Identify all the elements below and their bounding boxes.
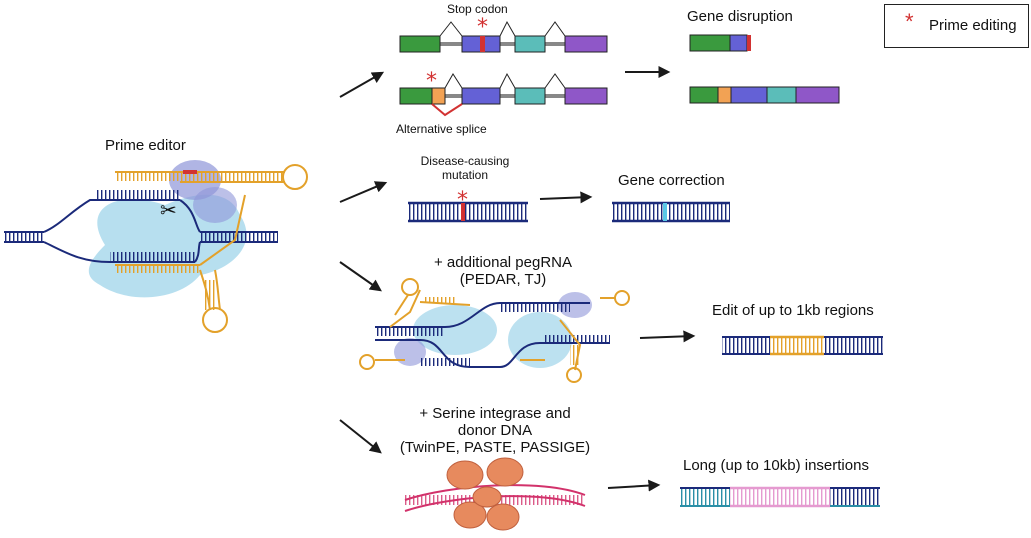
label-stop-codon: Stop codon <box>447 2 508 16</box>
label-serine-integrase: + Serine integrase and donor DNA (TwinPE… <box>395 405 595 456</box>
label-disease-mutation: Disease-causing mutation <box>410 154 520 182</box>
arrow-to-correction <box>339 181 388 203</box>
arrow-to-disruption <box>339 71 385 98</box>
alt-splice-result <box>689 86 840 104</box>
label-pegrna-line1: + additional pegRNA <box>433 254 572 271</box>
label-pegrna: + additional pegRNA (PEDAR, TJ) <box>418 254 588 288</box>
legend: * Prime editing <box>884 4 1029 48</box>
prime-editor-illustration: ✂ <box>4 160 308 333</box>
gene-structure-stop-codon: * <box>399 15 608 53</box>
arrow-to-gene-correction <box>539 191 593 204</box>
svg-text:*: * <box>426 69 437 94</box>
label-gene-disruption: Gene disruption <box>687 8 793 25</box>
label-pegrna-line2: (PEDAR, TJ) <box>459 271 547 288</box>
label-serine-line2: donor DNA <box>457 422 533 439</box>
label-serine-line1: + Serine integrase and <box>419 405 571 422</box>
cas-domain <box>193 187 237 223</box>
label-disease-mutation-line2: mutation <box>441 168 489 182</box>
arrow-to-long-insertions <box>607 479 661 492</box>
label-gene-correction: Gene correction <box>618 172 725 189</box>
label-serine-line3: (TwinPE, PASTE, PASSIGE) <box>399 439 591 456</box>
dna-long-insertion <box>680 486 880 508</box>
label-edit-1kb: Edit of up to 1kb regions <box>712 302 874 319</box>
label-disease-mutation-line1: Disease-causing <box>420 154 510 168</box>
dual-pegrna-illustration <box>359 278 630 383</box>
dna-edited-1kb <box>722 335 883 356</box>
arrow-to-integrase <box>339 419 382 454</box>
gene-disruption-result <box>689 34 751 52</box>
dna-corrected <box>612 201 730 223</box>
label-long-insertions: Long (up to 10kb) insertions <box>683 457 869 474</box>
svg-text:*: * <box>477 15 488 40</box>
integrase-illustration <box>404 457 586 531</box>
dna-with-mutation: * <box>408 188 528 223</box>
label-prime-editor: Prime editor <box>105 137 186 154</box>
arrow-to-edit-1kb <box>639 330 696 343</box>
label-alternative-splice: Alternative splice <box>396 122 487 136</box>
legend-star-icon: * <box>905 9 914 34</box>
scissors-icon: ✂ <box>160 198 177 222</box>
gene-structure-alt-splice: * <box>399 69 608 117</box>
legend-label: Prime editing <box>929 17 1017 34</box>
arrow-to-pegrna <box>339 261 382 292</box>
svg-text:*: * <box>457 188 468 213</box>
